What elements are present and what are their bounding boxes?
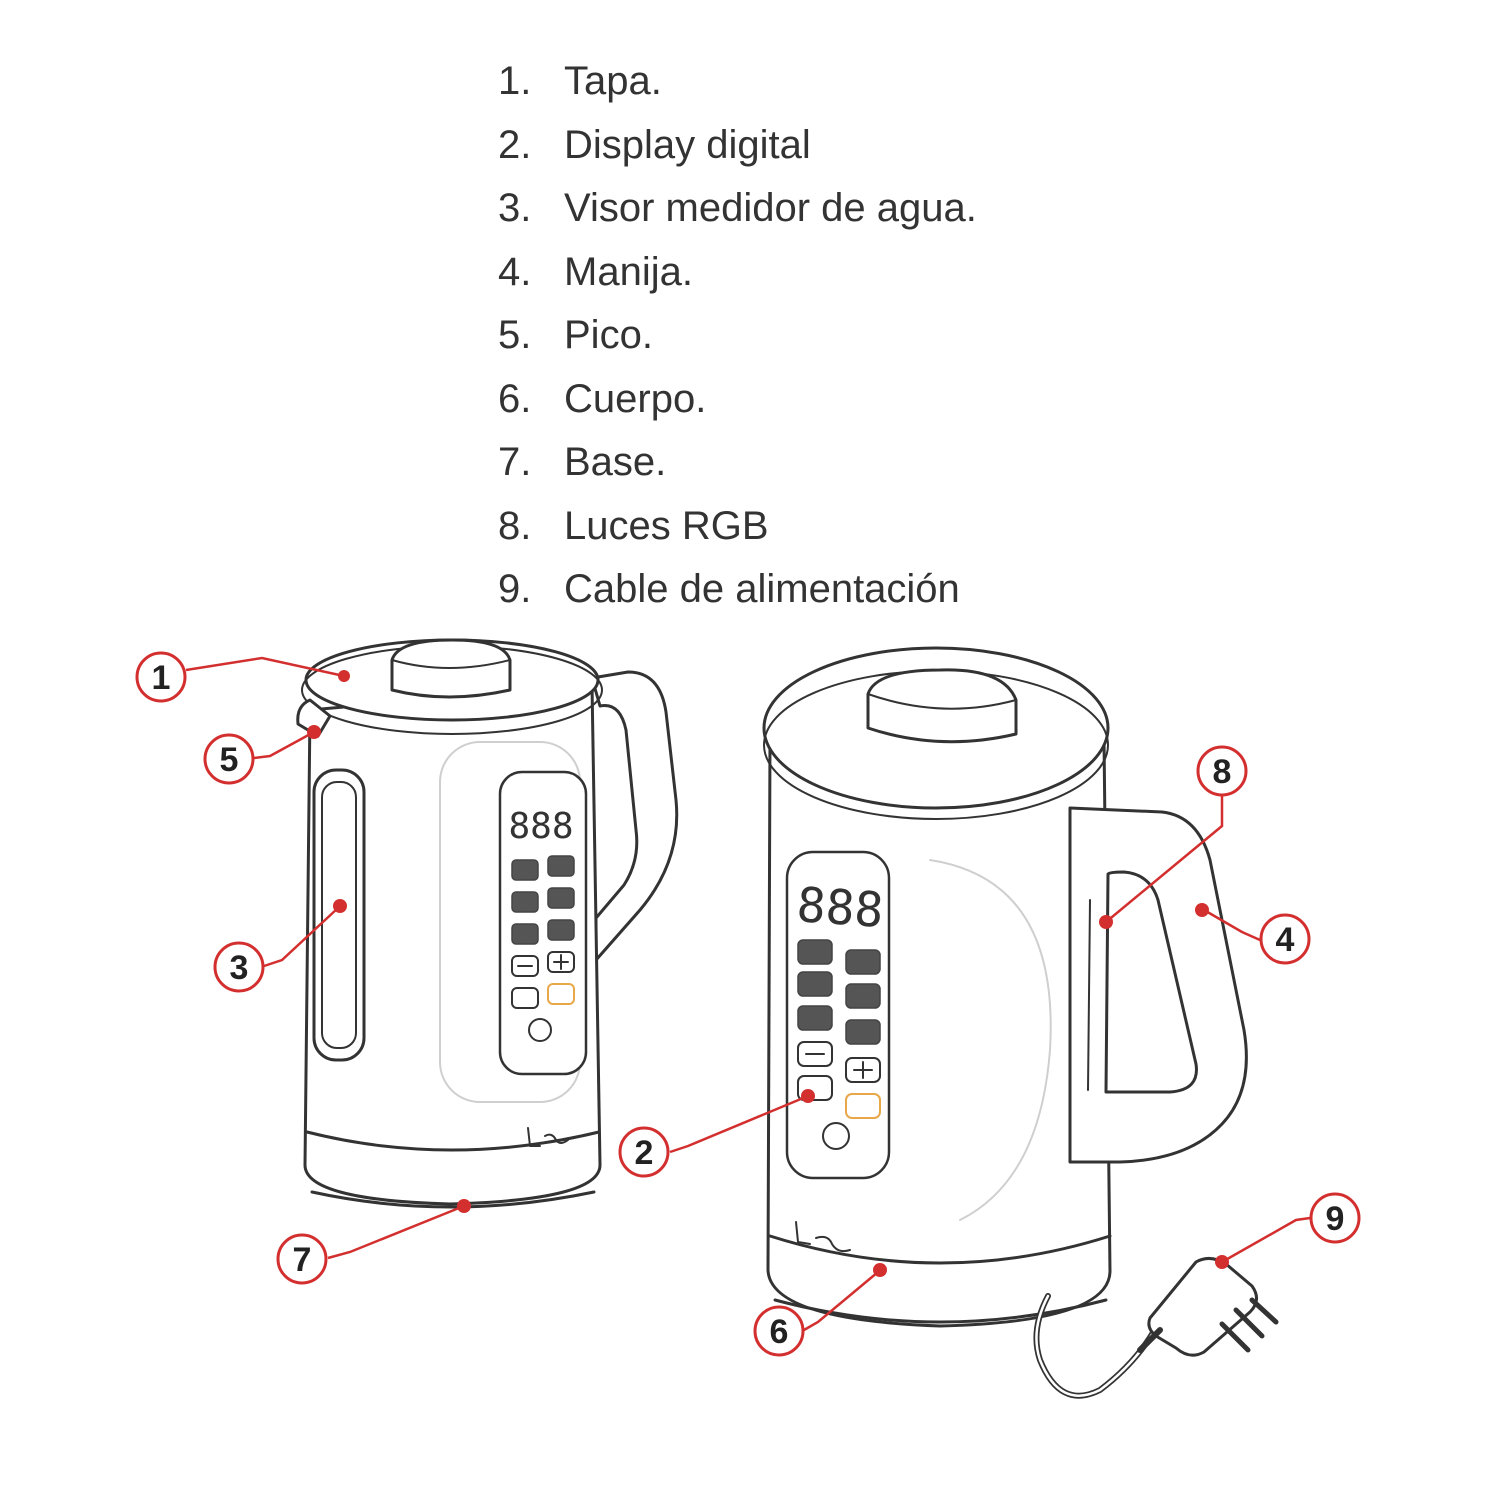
callout-leader-4 [1203,908,1261,942]
left-kettle-base-line [305,1130,601,1152]
callout-9: 9 [1309,1192,1361,1244]
callout-number: 2 [635,1134,654,1172]
part-number: 2. [498,122,532,167]
callout-leaders [185,656,1311,1332]
callout-number: 1 [152,659,171,697]
part-number: 8. [498,503,532,548]
part-label: Tapa. [564,59,662,104]
callout-number: 8 [1213,753,1232,791]
part-label: Cuerpo. [564,376,707,421]
part-number: 6. [498,376,532,421]
left-kettle-base-bottom [310,1190,596,1209]
parts-list-item: 4. Manija. [498,241,977,305]
part-label: Manija. [564,249,693,294]
right-kettle-logo [795,1221,851,1253]
part-label: Base. [564,440,667,485]
callout-leader-2 [669,1094,809,1154]
parts-list-item: 6. Cuerpo. [498,368,977,432]
callout-leader-3 [263,907,339,968]
right-kettle-base-bottom [773,1298,1108,1324]
callout-8: 8 [1196,745,1248,797]
callout-5: 5 [203,733,255,785]
part-label: Pico. [564,313,653,358]
left-kettle-handle [590,670,679,962]
left-kettle-control-panel [498,770,588,1076]
callout-1: 1 [135,651,187,703]
callout-leader-1 [185,656,345,678]
part-number: 5. [498,313,532,358]
parts-list-item: 3. Visor medidor de agua. [498,177,977,241]
parts-list-item: 8. Luces RGB [498,495,977,559]
callout-number: 9 [1326,1200,1345,1238]
callout-leader-9 [1221,1216,1311,1264]
parts-list-item: 2. Display digital [498,114,977,178]
left-kettle-water-window [312,768,366,1062]
part-number: 7. [498,440,532,485]
callout-number: 4 [1276,921,1295,959]
part-label: Luces RGB [564,503,769,548]
right-kettle [762,646,1279,1399]
callout-3: 3 [213,941,265,993]
callout-6: 6 [753,1305,805,1357]
part-label: Cable de alimentación [564,567,960,612]
right-display-digits: 888 [795,877,885,939]
part-label: Display digital [564,122,811,167]
right-kettle-lid-knob [866,668,1018,744]
part-label: Visor medidor de agua. [564,186,977,231]
callout-4: 4 [1259,913,1311,965]
parts-list-item: 1. Tapa. [498,50,977,114]
part-number: 3. [498,186,532,231]
parts-list: 1. Tapa. 2. Display digital 3. Visor medido… [498,50,977,622]
parts-list-item: 7. Base. [498,431,977,495]
callout-number: 6 [770,1313,789,1351]
callout-2: 2 [618,1126,670,1178]
right-kettle-base-line [768,1234,1112,1265]
callout-number: 7 [293,1241,312,1279]
callout-dots [307,670,1229,1277]
callout-leader-8 [1105,796,1224,923]
part-number: 4. [498,249,532,294]
left-display-digits: 888 [508,806,573,847]
callout-7: 7 [276,1233,328,1285]
callout-number: 5 [220,741,239,779]
parts-list-item: 9. Cable de alimentación [498,558,977,622]
parts-list-item: 5. Pico. [498,304,977,368]
callout-leader-7 [327,1204,465,1260]
callout-leader-6 [803,1271,879,1332]
callout-leader-5 [253,730,315,760]
left-kettle-logo [527,1127,569,1147]
callout-number: 3 [230,949,249,987]
part-number: 1. [498,59,532,104]
part-number: 9. [498,567,532,612]
left-kettle [296,638,679,1209]
